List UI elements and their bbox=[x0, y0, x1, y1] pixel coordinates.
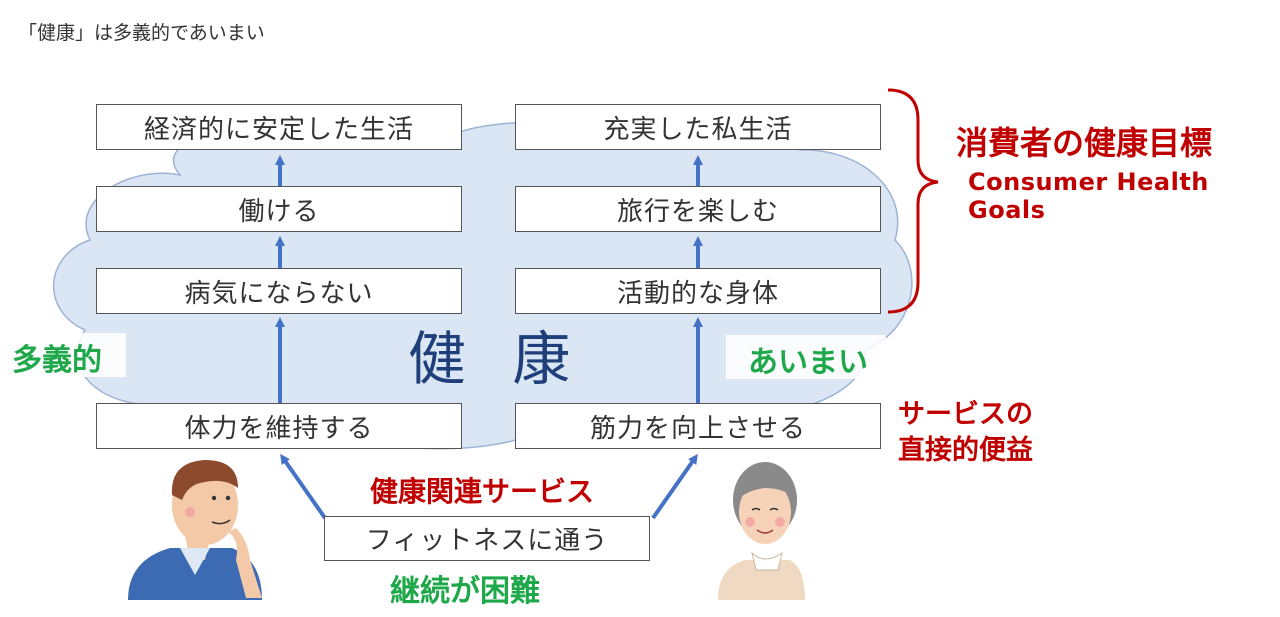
arrow-service-right bbox=[651, 453, 698, 520]
goals-jp-label: 消費者の健康目標 bbox=[956, 124, 1213, 162]
ambiguous-left-label: 多義的 bbox=[12, 343, 102, 378]
goals-brace bbox=[887, 88, 939, 314]
goals-en-label: Consumer Health Goals bbox=[968, 168, 1209, 224]
hard-to-continue-label: 継続が困難 bbox=[390, 574, 540, 609]
tag-bg-right bbox=[726, 335, 886, 379]
man-illustration bbox=[128, 460, 262, 600]
service-arrows bbox=[280, 453, 698, 520]
center-label: 健 康 bbox=[408, 325, 585, 393]
left-benefit: 体力を維持する bbox=[96, 403, 462, 449]
related-service-label: 健康関連サービス bbox=[370, 475, 595, 508]
direct-benefit-line1: サービスの bbox=[898, 399, 1033, 430]
left-goal-2: 働ける bbox=[96, 186, 462, 232]
left-goal-3: 病気にならない bbox=[96, 268, 462, 314]
tag-bg-left bbox=[8, 333, 126, 377]
arrow-service-left bbox=[280, 453, 327, 520]
woman-illustration bbox=[718, 462, 805, 600]
left-goal-1: 経済的に安定した生活 bbox=[96, 104, 462, 150]
right-goal-3: 活動的な身体 bbox=[515, 268, 881, 314]
right-goal-1: 充実した私生活 bbox=[515, 104, 881, 150]
right-goal-2: 旅行を楽しむ bbox=[515, 186, 881, 232]
service-box: フィットネスに通う bbox=[324, 516, 650, 561]
slide-title: 「健康」は多義的であいまい bbox=[18, 22, 265, 44]
right-benefit: 筋力を向上させる bbox=[515, 403, 881, 449]
direct-benefit-line2: 直接的便益 bbox=[898, 435, 1033, 466]
ambiguous-right-label: あいまい bbox=[748, 345, 868, 380]
